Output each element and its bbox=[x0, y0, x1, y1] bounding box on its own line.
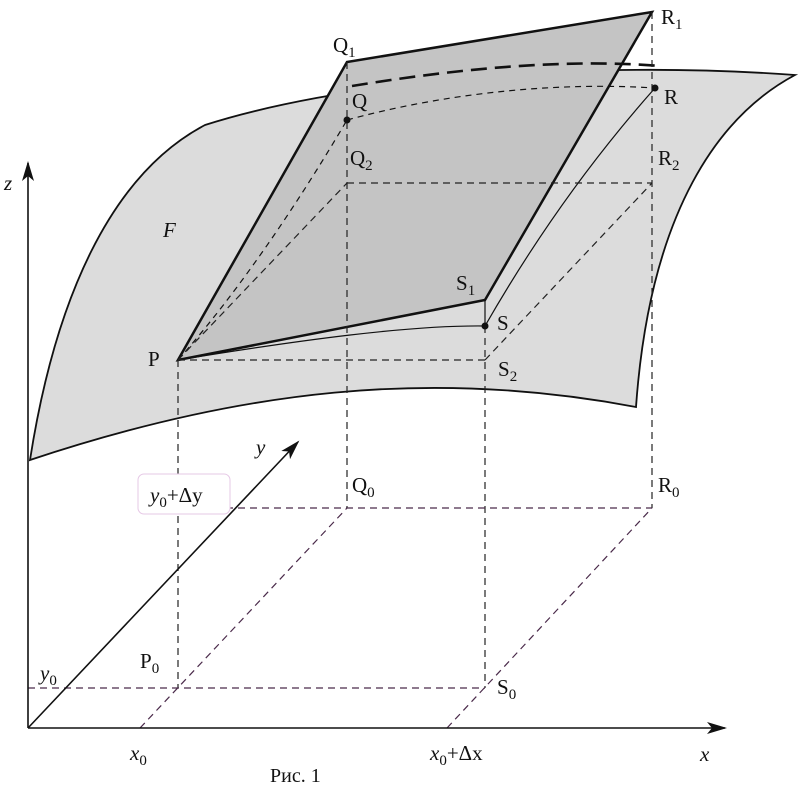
surface-patch-left-curve bbox=[177, 119, 348, 361]
y-axis bbox=[27, 440, 300, 729]
surface-ridge-curve bbox=[351, 62, 661, 88]
label-q2: Q2 bbox=[350, 146, 373, 174]
label-r1: R1 bbox=[661, 5, 683, 33]
label-p0: P0 bbox=[140, 649, 159, 677]
label-r: R bbox=[664, 85, 678, 109]
label-r2: R2 bbox=[658, 146, 680, 174]
label-s: S bbox=[497, 311, 509, 335]
point-s-dot bbox=[481, 322, 489, 330]
y0-dy-label-box bbox=[137, 473, 231, 515]
surface-patch-right-curve bbox=[484, 87, 656, 327]
tick-label-y0: y0 bbox=[38, 661, 57, 689]
dash-base-s0-r0 bbox=[446, 507, 653, 729]
dash-p-q2 bbox=[177, 182, 348, 361]
point-r-dot bbox=[651, 84, 659, 92]
surface-label: F bbox=[162, 218, 176, 242]
label-q1: Q1 bbox=[333, 33, 356, 61]
point-q-dot bbox=[343, 116, 351, 124]
label-s2: S2 bbox=[498, 357, 517, 385]
label-r0: R0 bbox=[658, 473, 680, 501]
axis-label-x: x bbox=[699, 742, 710, 766]
tick-label-x0-dx: x0+Δx bbox=[429, 741, 483, 769]
label-q: Q bbox=[352, 89, 367, 113]
dash-s2-r2 bbox=[484, 182, 653, 361]
surface-patch-top-curve bbox=[346, 85, 656, 121]
dash-base-p0-q0 bbox=[139, 507, 348, 729]
label-s1: S1 bbox=[456, 271, 475, 299]
label-p: P bbox=[148, 347, 160, 371]
tick-label-y0-dy: y0+Δy bbox=[148, 483, 203, 511]
axis-label-z: z bbox=[3, 171, 12, 195]
label-q0: Q0 bbox=[352, 473, 375, 501]
axis-label-y: y bbox=[254, 435, 266, 459]
surface-patch-bottom-curve bbox=[177, 325, 486, 361]
label-s0: S0 bbox=[497, 675, 516, 703]
tick-label-x0: x0 bbox=[129, 741, 147, 769]
figure-caption: Рис. 1 bbox=[270, 765, 321, 787]
